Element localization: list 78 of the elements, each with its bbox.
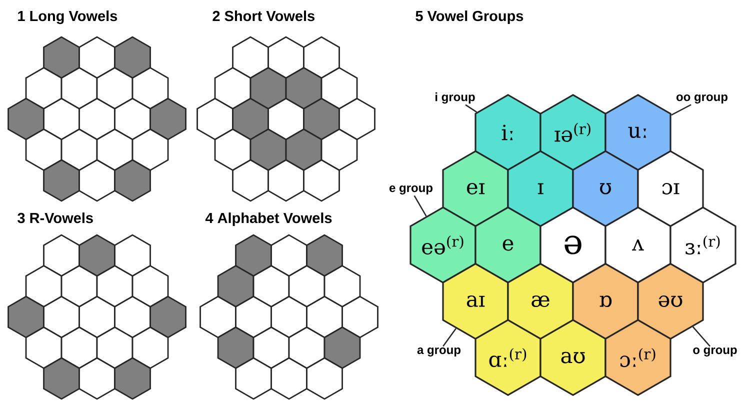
hexagon-cell bbox=[235, 234, 272, 277]
hexagon-cell bbox=[78, 98, 116, 140]
vowel-hexagon: ɒ bbox=[572, 262, 639, 340]
node-label: ɜː$^{(r)}$ bbox=[686, 235, 720, 255]
group-label: i group bbox=[436, 92, 475, 104]
group-label: e group bbox=[389, 185, 432, 194]
hexagon-cell bbox=[200, 296, 236, 338]
hexagon-cell bbox=[268, 98, 304, 140]
vowel-hexagon: ə bbox=[540, 206, 606, 284]
hexagon-cell bbox=[270, 357, 308, 400]
hexagon-cell bbox=[43, 357, 80, 400]
group-label: o group bbox=[693, 347, 737, 356]
vowel-hexagon: eə$^{(r)}$ bbox=[410, 206, 476, 284]
vowel-hexagon: ʊ bbox=[572, 150, 639, 228]
hexagon-cell bbox=[43, 98, 80, 140]
hexagon-cell bbox=[78, 159, 116, 202]
vowel-hexagon: aʊ bbox=[540, 319, 606, 396]
vowel-hexagon: æ bbox=[507, 262, 574, 340]
hexagon-cell bbox=[235, 357, 272, 400]
hexagon-cell bbox=[150, 296, 186, 338]
leader-line bbox=[465, 104, 478, 113]
hexagon-cell bbox=[270, 296, 308, 338]
hexagon-cell bbox=[268, 36, 304, 79]
node-label: ɔː$^{(r)}$ bbox=[620, 348, 656, 368]
hexagon-cell bbox=[114, 98, 151, 140]
hexagon-cell bbox=[114, 296, 151, 338]
vowel-hexagon: əʊ bbox=[637, 262, 704, 340]
hexagon-cell bbox=[78, 296, 116, 338]
leader-line bbox=[671, 104, 692, 116]
hexagon-cell bbox=[232, 159, 269, 202]
hexagon-cell bbox=[342, 296, 378, 338]
hexagon-cell bbox=[196, 98, 234, 140]
vowel-hexagon: aɪ bbox=[442, 262, 509, 340]
hexagon-cell bbox=[114, 159, 151, 202]
node-label: ɑː$^{(r)}$ bbox=[489, 348, 526, 368]
hexagon-cell bbox=[303, 159, 340, 202]
hexagon-cell bbox=[43, 36, 80, 79]
vowel-hexagon: eɪ bbox=[442, 150, 509, 228]
hexagon-cell bbox=[303, 98, 340, 140]
panel-title: 4 Alphabet Vowels bbox=[205, 212, 332, 226]
leader-line bbox=[414, 195, 427, 217]
hexagon-cell bbox=[303, 36, 340, 79]
group-label: oo group bbox=[676, 94, 728, 104]
hexagon-cell bbox=[306, 357, 343, 400]
hexagon-cell bbox=[338, 98, 376, 140]
hexagon-cell bbox=[114, 36, 151, 79]
hexagon-cell bbox=[43, 234, 80, 277]
hexagon-cell bbox=[268, 159, 304, 202]
hexagon-cell bbox=[306, 234, 343, 277]
hexagon-cell bbox=[235, 296, 272, 338]
hexagon-cell bbox=[270, 234, 308, 277]
vowel-hexagon: ʌ bbox=[604, 206, 672, 284]
hexagon-cell bbox=[43, 159, 80, 202]
hexagon-cell bbox=[78, 36, 116, 79]
leader-line bbox=[442, 328, 456, 347]
hexagon-cell bbox=[114, 234, 151, 277]
hexagon-cell bbox=[232, 36, 269, 79]
vowel-hexagon: ɜː$^{(r)}$ bbox=[670, 206, 736, 284]
group-label: a group bbox=[417, 347, 460, 356]
hexagon-cell bbox=[8, 296, 44, 338]
vowel-hexagon: e bbox=[474, 206, 542, 284]
vowel-hexagon: ɔɪ bbox=[637, 150, 704, 228]
panel-title: 5 Vowel Groups bbox=[416, 10, 524, 24]
hexagon-cell bbox=[150, 98, 186, 140]
hexagon-cell bbox=[8, 98, 44, 140]
panel-title: 2 Short Vowels bbox=[212, 10, 314, 22]
hexagon-cell bbox=[306, 296, 343, 338]
vowel-hexagon: ɔː$^{(r)}$ bbox=[604, 319, 672, 396]
vowel-hexagon: ɑː$^{(r)}$ bbox=[474, 319, 542, 396]
panel-title: 1 Long Vowels bbox=[18, 10, 118, 24]
panel-title: 3 R-Vowels bbox=[18, 212, 93, 224]
vowel-hexagon: ɪ bbox=[507, 150, 574, 228]
hexagon-cell bbox=[232, 98, 269, 140]
hexagon-cell bbox=[78, 357, 116, 400]
hexagon-cell bbox=[43, 296, 80, 338]
hexagon-cell bbox=[114, 357, 151, 400]
hexagon-cell bbox=[78, 234, 116, 277]
leader-line bbox=[692, 326, 710, 347]
